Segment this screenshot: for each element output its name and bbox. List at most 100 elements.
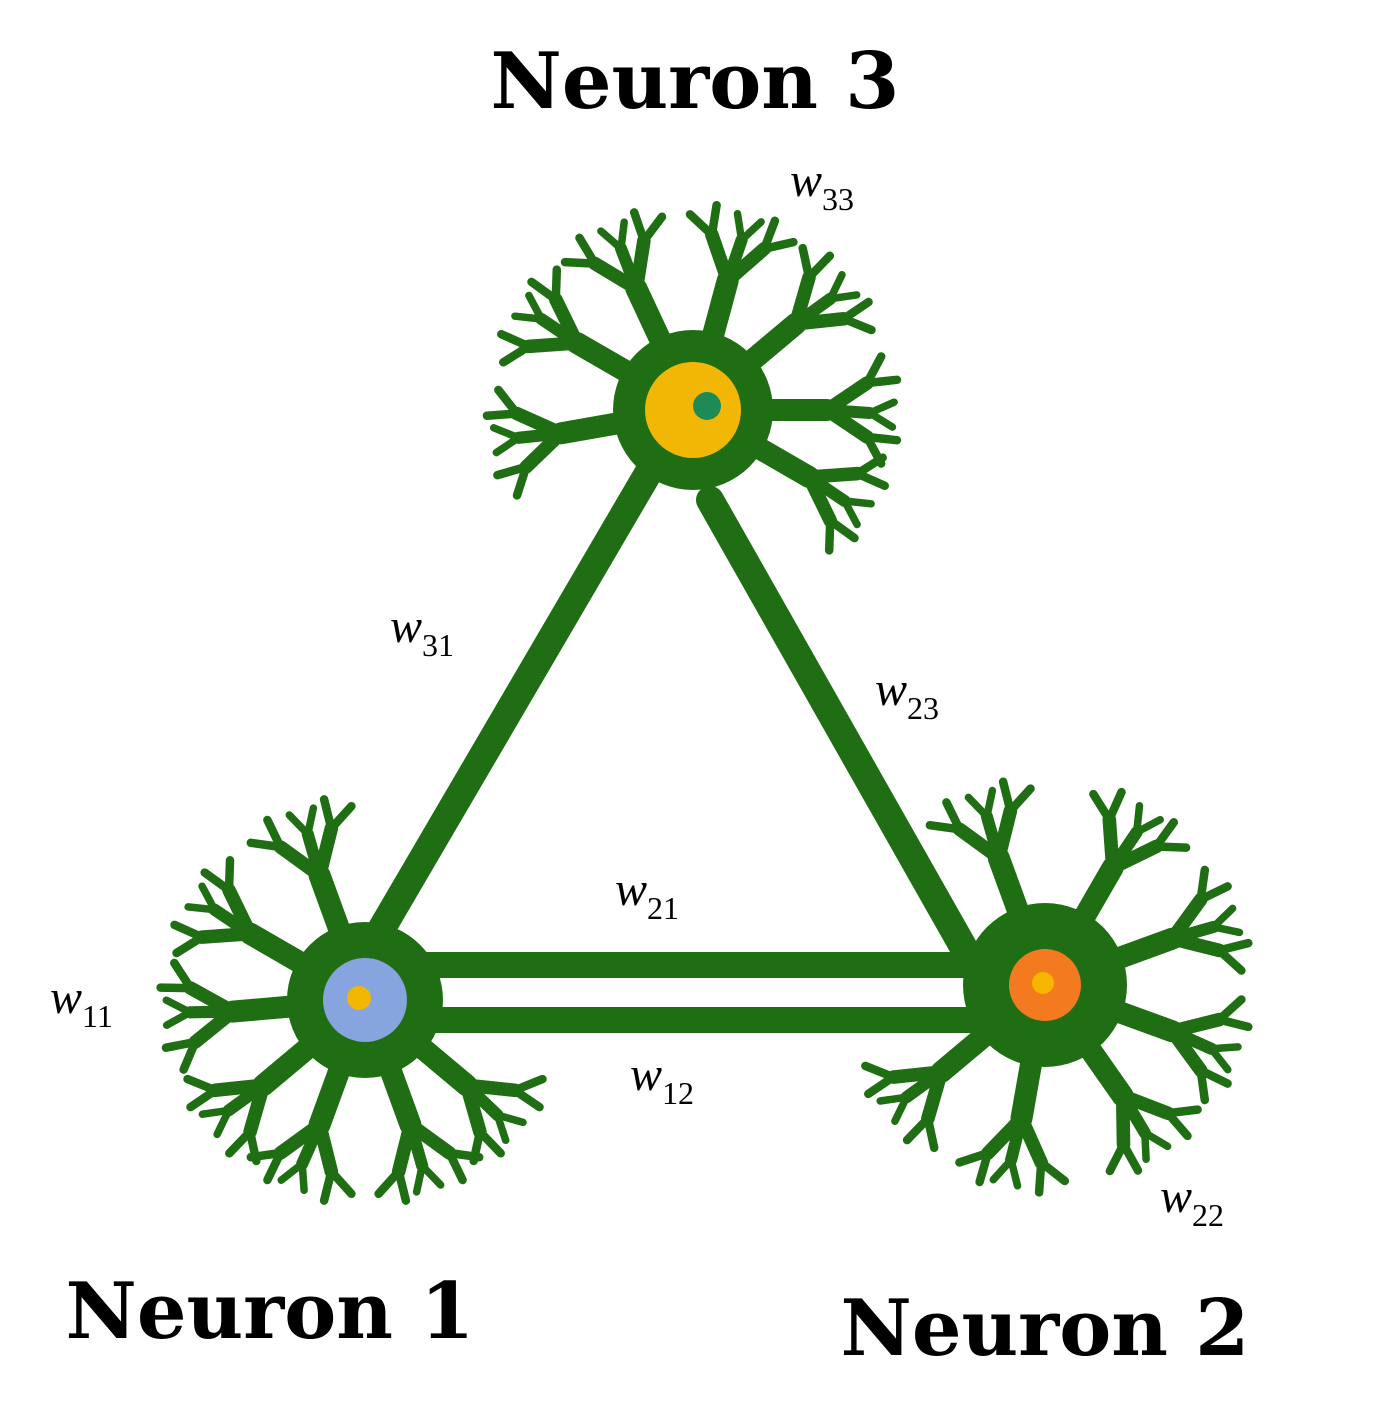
- dendrite-branch: [614, 242, 643, 295]
- weight-w22-label: w22: [1160, 1170, 1224, 1233]
- dendrite-branch: [1166, 1025, 1218, 1055]
- dendrite-branch: [222, 1079, 270, 1117]
- dendrite-branch: [575, 233, 600, 268]
- dendrite-branch: [980, 810, 1005, 864]
- dendrite-branch: [1116, 1089, 1151, 1139]
- dendrite-branch: [1106, 826, 1143, 874]
- dendrite-branch: [497, 329, 533, 351]
- dendrite-branch: [983, 786, 997, 821]
- dendrite-branch: [170, 920, 207, 942]
- dendrite-branch: [551, 265, 562, 304]
- dendrite-branch: [1105, 1140, 1128, 1176]
- dendrite-branch: [493, 462, 531, 480]
- dendrite-branch: [404, 1118, 429, 1172]
- dendrite-branch: [1034, 1158, 1046, 1197]
- dendrite-branch: [183, 1005, 239, 1019]
- dendrite-branch: [246, 1148, 285, 1162]
- dendrite-branch: [183, 1074, 220, 1095]
- dendrite-branch: [804, 251, 835, 282]
- dendrite-branch: [1105, 787, 1126, 824]
- dendrite-branch: [1132, 815, 1164, 836]
- weight-w11-label: w11: [50, 971, 113, 1034]
- axon-connections: [361, 456, 1013, 1033]
- weight-w31-label: w31: [390, 600, 454, 663]
- dendrite-branch: [198, 1106, 233, 1118]
- neuron-2: [861, 777, 1253, 1197]
- dendrite-branch: [617, 218, 628, 253]
- dendrite-branch: [802, 470, 851, 508]
- dendrite-branch: [304, 804, 318, 838]
- dendrite-branch: [876, 1093, 911, 1105]
- dendrite-branch: [1166, 920, 1220, 945]
- dendrite-branch: [445, 1148, 467, 1185]
- dendrite-branch: [1005, 1112, 1028, 1167]
- neuron-3-nucleus: [645, 362, 741, 458]
- dendrite-branch: [510, 1086, 544, 1112]
- dendrite-branch: [759, 237, 798, 254]
- neuron-2-title: Neuron 2: [841, 1283, 1250, 1374]
- neuron-1-nucleolus: [347, 986, 371, 1010]
- dendrite-branch: [412, 1162, 426, 1196]
- neuron-1-title: Neuron 1: [66, 1266, 475, 1357]
- dendrite-branch: [162, 996, 194, 1017]
- dendrite-branch: [208, 903, 257, 940]
- dendrite-branch: [494, 385, 522, 418]
- dendrite-branch: [639, 212, 667, 246]
- dendrite-branch: [469, 1127, 485, 1166]
- dendrite-branch: [493, 1111, 510, 1145]
- dendrite-branch: [1163, 1108, 1192, 1141]
- neuron-2-nucleolus: [1032, 972, 1054, 994]
- axon-n3-n1: [361, 456, 664, 954]
- neuron-3: [482, 200, 902, 555]
- dendrite-branch: [1214, 946, 1246, 975]
- dendrite-branch: [489, 424, 523, 442]
- dendrite-branch: [707, 200, 721, 240]
- dendrite-branch: [277, 1160, 306, 1184]
- dendrite-branch: [902, 1114, 933, 1145]
- weight-w12-label: w12: [630, 1048, 694, 1111]
- dendrite-branch: [826, 291, 861, 303]
- neuron-3-title: Neuron 3: [491, 36, 900, 127]
- dendrite-branch: [263, 815, 285, 852]
- dendrite-branch: [460, 1079, 504, 1122]
- dendrite-branch: [839, 314, 876, 335]
- dendrite-branch: [900, 1065, 948, 1104]
- dendrite-branch: [327, 801, 356, 833]
- dendrite-branch: [721, 233, 748, 287]
- dendrite-branch: [170, 958, 195, 993]
- dendrite-branch: [866, 409, 897, 431]
- dendrite-branch: [296, 1118, 326, 1170]
- dendrite-branch: [737, 218, 765, 244]
- dendrite-branch: [535, 312, 584, 350]
- dendrite-branch: [161, 1037, 200, 1052]
- axon-n3-n2: [696, 486, 979, 964]
- dendrite-branch: [225, 1127, 255, 1158]
- weight-w21-label: w21: [615, 863, 679, 926]
- dendrite-branch: [820, 403, 876, 420]
- dendrite-branch: [840, 497, 861, 529]
- dendrite-branch: [989, 1156, 1015, 1184]
- dendrite-branch: [1006, 784, 1035, 816]
- dendrite-branch: [374, 1167, 403, 1199]
- neuron-3-nucleolus: [693, 392, 721, 420]
- dendrite-branch: [525, 291, 546, 323]
- dendrite-branch: [942, 798, 964, 834]
- dendrite-branch: [955, 1148, 993, 1167]
- dendrite-branch: [824, 516, 835, 555]
- dendrite-branch: [1141, 1128, 1150, 1163]
- dendrite-branch: [1151, 842, 1191, 852]
- dendrite-branch: [853, 469, 889, 491]
- dendrite-branch: [1196, 1066, 1210, 1105]
- dendrite-branch: [861, 1061, 898, 1082]
- dendrite-branch: [512, 427, 568, 444]
- weight-w33-label: w33: [790, 154, 854, 217]
- dendrite-branch: [1196, 882, 1232, 904]
- dendrite-branch: [301, 828, 326, 882]
- neuron-1: [156, 795, 547, 1205]
- dendrite-branch: [862, 375, 902, 388]
- neuron-1-dendrites: [156, 795, 547, 1205]
- dendrite-branch: [1209, 923, 1244, 937]
- weight-w23-label: w23: [875, 663, 939, 726]
- dendrite-branch: [1214, 1015, 1253, 1032]
